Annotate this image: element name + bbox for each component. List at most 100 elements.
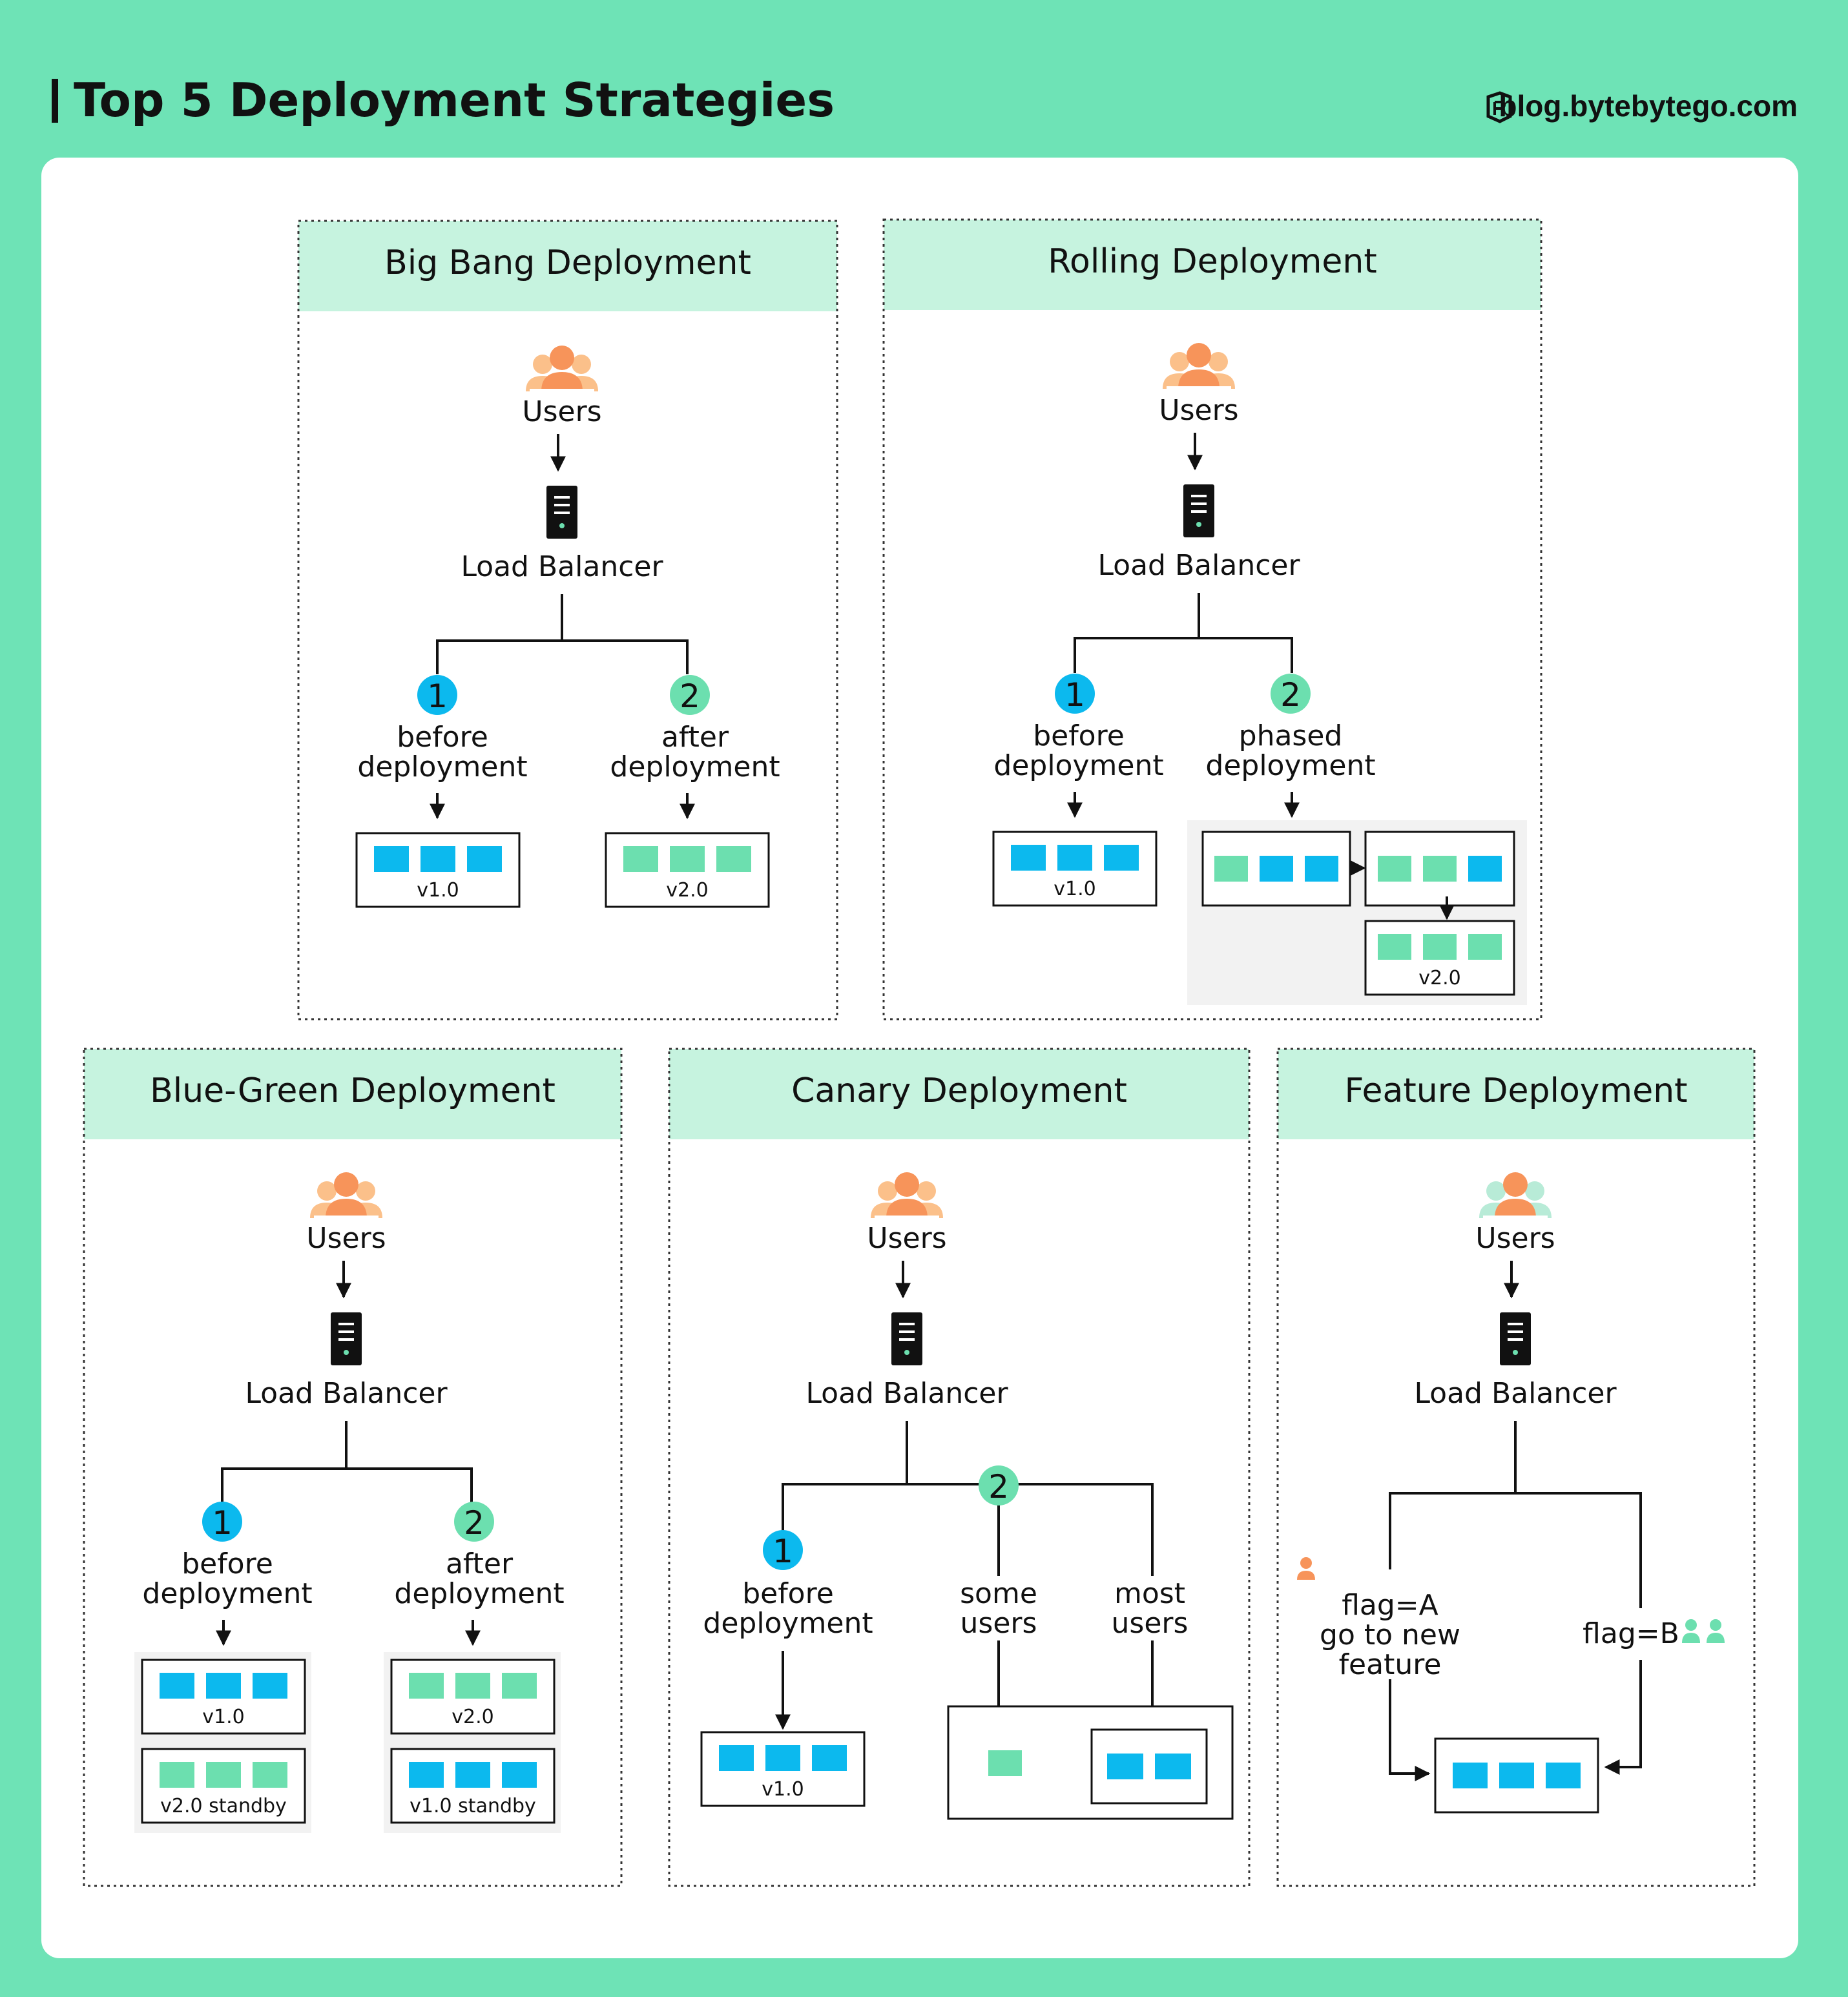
load-balancer-icon [1500,1312,1531,1365]
user-head [1503,1172,1528,1197]
server-slot [1191,510,1207,513]
v1-instance [160,1673,194,1699]
v1-instance [765,1745,800,1771]
section-title: Feature Deployment [1344,1071,1687,1110]
connector [1074,637,1293,673]
load-balancer-label: Load Balancer [805,1377,1008,1410]
instance-box [1201,831,1351,907]
section-header [669,1049,1249,1139]
branch-label: deployment [610,750,780,783]
connector [221,1467,473,1502]
server-slot [338,1323,354,1325]
user-head [317,1181,337,1201]
v1-instance [467,846,502,872]
v2-instance [253,1762,287,1788]
step-badge: 1 [202,1502,242,1542]
users-base [875,1216,939,1219]
users-icon [310,1172,382,1219]
branch-label: before [1033,719,1125,752]
user-head [1525,1181,1544,1201]
section-border [83,1048,623,1887]
step-badge: 2 [979,1465,1019,1506]
version-label: v1.0 [1054,878,1095,900]
instance-box [1364,831,1515,907]
badge-circle [1271,674,1311,714]
instance-box: v2.0 standby [141,1748,306,1824]
v1-instance [455,1762,490,1788]
users-base [1167,386,1231,390]
flag-a-label: feature [1339,1648,1442,1681]
version-label: v1.0 [202,1706,244,1728]
load-balancer-icon [891,1312,922,1365]
badge-number: 1 [212,1504,233,1542]
v2-instance [1468,934,1502,960]
v1-instance [1057,845,1092,871]
branch-label: deployment [703,1607,873,1640]
server-slot [1508,1323,1523,1325]
user-group-icon [1710,1619,1721,1631]
badge-number: 2 [988,1468,1009,1506]
v1-instance [1468,856,1502,882]
user-group-icon [1682,1633,1700,1643]
v1-instance [1453,1763,1488,1788]
v1-instance [812,1745,847,1771]
v1-instance [409,1762,444,1788]
users-base [530,389,594,393]
connector [1604,1660,1642,1775]
instance-box: v1.0 [992,831,1158,907]
user-head [917,1181,936,1201]
branch-label: before [742,1577,834,1610]
branch-label: deployment [394,1577,564,1610]
v1-instance [1104,845,1139,871]
branch-label: deployment [1205,749,1375,782]
connector [1389,1679,1431,1781]
v2-instance [716,846,751,872]
server-led [1513,1350,1518,1355]
v2-instance [1423,856,1457,882]
users-label: Users [306,1222,386,1255]
users-base [314,1216,379,1219]
badge-number: 2 [464,1504,484,1542]
v2-instance [502,1673,537,1699]
badge-circle [979,1465,1019,1506]
branch-label: most [1114,1577,1185,1610]
version-label: v2.0 [1418,967,1460,989]
server-slot [1508,1330,1523,1333]
v2-instance [409,1673,444,1699]
badge-number: 1 [1064,676,1085,714]
badge-circle [763,1530,803,1570]
instance-box [1434,1737,1599,1814]
branch-label: deployment [142,1577,312,1610]
section-title: Blue-Green Deployment [150,1071,555,1110]
users-label: Users [867,1222,946,1255]
instance-box: v1.0 [700,1731,866,1807]
instance-box: v1.0 [141,1659,306,1735]
server-slot [554,504,570,506]
branch-label: before [182,1547,273,1580]
badge-number: 2 [1280,676,1301,714]
user-head [895,1172,919,1197]
badge-number: 1 [427,678,448,715]
label-bg [1111,1576,1195,1640]
branch-label: users [1112,1607,1189,1640]
single-user-icon [1300,1557,1312,1569]
section-header [84,1049,621,1139]
server-slot [338,1330,354,1333]
user-body [886,1199,928,1218]
user-group-icon [1707,1633,1725,1643]
version-label: v2.0 [452,1706,493,1728]
flag-a-label: flag=A [1342,1589,1438,1622]
user-head [1170,352,1189,371]
single-user-icon [1297,1571,1315,1580]
badge-circle [1055,674,1095,714]
instance-box: v2.0 [605,832,770,908]
server-slot [1191,495,1207,497]
v1-instance [206,1673,241,1699]
step-badge: 1 [763,1530,803,1570]
users-label: Users [1475,1222,1555,1255]
load-balancer-icon [546,486,577,539]
